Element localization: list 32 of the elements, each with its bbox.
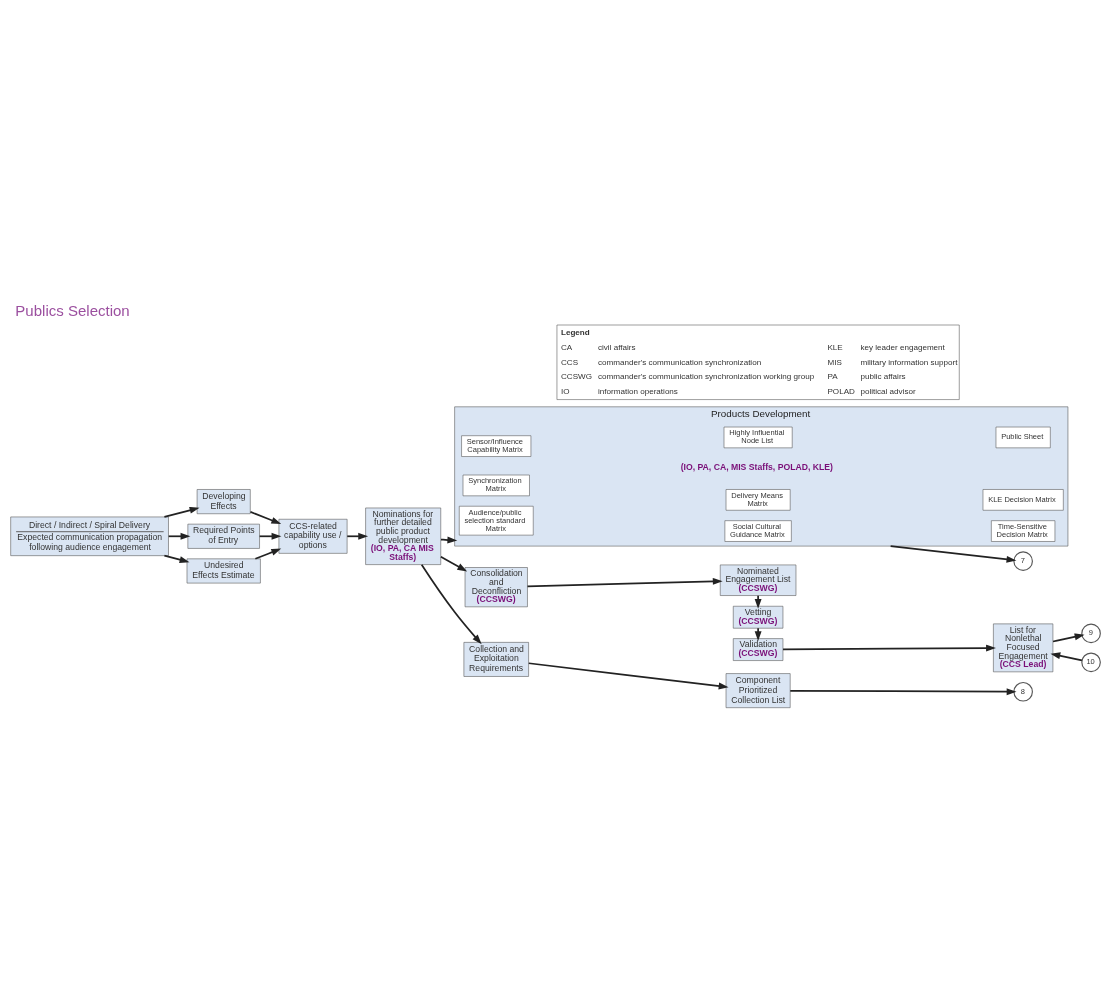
arrow <box>782 644 996 652</box>
diagram-title: Publics Selection <box>15 301 130 319</box>
arrow <box>526 577 723 587</box>
node-box: CCS-related capability use / options <box>278 518 348 554</box>
node-box: Component Prioritized Collection List <box>725 672 791 708</box>
node-box: Nominations for further detailed public product development (IO, PA, CA MIS Staffs) <box>365 507 442 565</box>
node-box: Consolidation and Deconfliction (CCSWG) <box>464 566 528 607</box>
arrow <box>889 544 1017 563</box>
node-box: Collection and Exploitation Requirements <box>463 641 529 677</box>
arrow <box>254 548 282 560</box>
node-box: Developing Effects <box>196 488 251 514</box>
arrow <box>163 506 200 518</box>
arrow <box>527 661 729 689</box>
node-box: Vetting (CCSWG) <box>732 605 784 628</box>
node-box: List for Nonlethal Focused Engagement (CCS Lead) <box>993 623 1054 672</box>
arrow <box>167 532 191 540</box>
arrow <box>1050 651 1083 661</box>
arrow <box>249 510 282 524</box>
arrow <box>163 554 190 563</box>
node-box: Required Points of Entry <box>187 523 260 549</box>
arrow <box>258 532 282 540</box>
node-box: Direct / Indirect / Spiral Delivery Expected communication propagation following audience engagement <box>10 516 169 556</box>
arrow <box>346 532 369 540</box>
arrow <box>754 626 762 641</box>
node-box: Nominated Engagement List (CCSWG) <box>719 564 797 596</box>
arrow <box>420 563 482 644</box>
arrow <box>1052 632 1085 642</box>
arrow <box>789 687 1017 695</box>
arrow <box>440 536 458 543</box>
node-box: Validation (CCSWG) <box>732 637 784 661</box>
arrow <box>440 555 468 571</box>
node-box: Undesired Effects Estimate <box>186 558 261 583</box>
